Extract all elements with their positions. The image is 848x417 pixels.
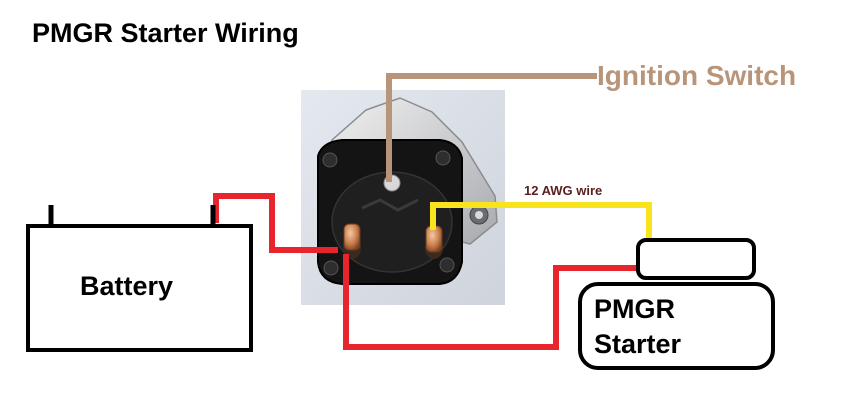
diagram-title: PMGR Starter Wiring [32,18,299,48]
body-rivet [322,152,338,168]
battery-box [26,224,253,352]
body-rivet [435,150,451,166]
ignition-switch-wire [386,73,597,182]
starter-label-line2: Starter [594,329,682,359]
cap-molding [361,198,419,212]
starter-label-line1: PMGR [594,294,675,324]
mounting-hole-center [475,211,483,219]
battery-label: Battery [80,271,174,301]
starter-motor-box [578,282,775,370]
ignition-switch-label: Ignition Switch [597,60,797,91]
body-rivet [439,257,455,273]
starter-label: PMGR Starter [594,292,681,362]
starter-solenoid [301,90,505,305]
wire-gauge-label: 12 AWG wire [524,183,603,198]
pmgr-starter [578,238,775,370]
twelve-awg-signal-wire [430,202,652,240]
starter-solenoid-box [636,238,756,280]
body-rivet [323,260,339,276]
battery-cable-positive [213,193,338,253]
starter-cable [343,254,642,350]
battery-post [343,223,361,251]
battery [26,205,253,352]
